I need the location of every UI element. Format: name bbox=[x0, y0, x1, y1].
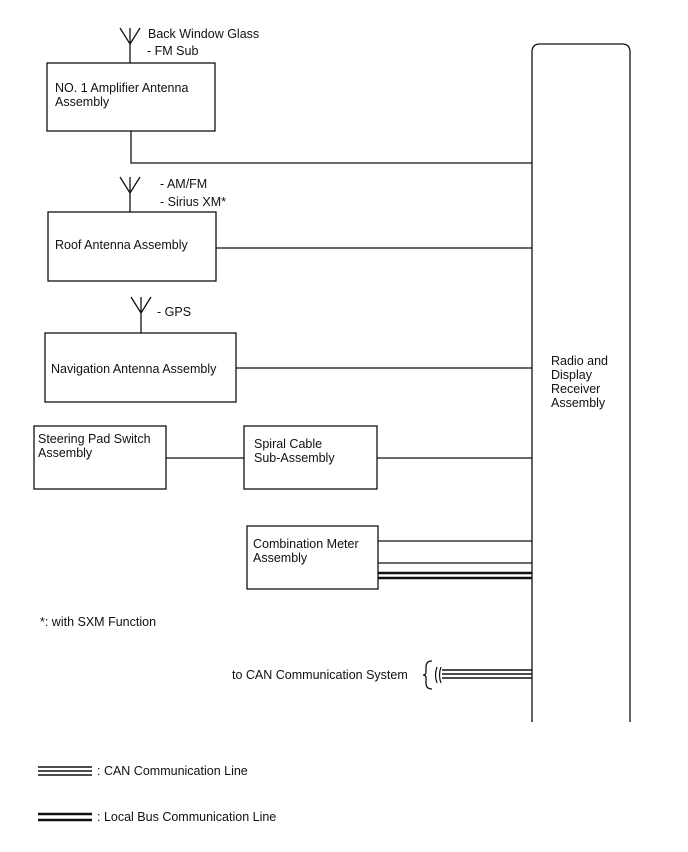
legend-can-line-icon bbox=[38, 766, 92, 776]
roof-antenna-label-2: - Sirius XM* bbox=[160, 195, 226, 209]
spiral-label-line2: Sub-Assembly bbox=[254, 451, 335, 465]
roof-antenna-box bbox=[47, 211, 217, 282]
nav-label: Navigation Antenna Assembly bbox=[51, 362, 217, 376]
navigation-antenna-box bbox=[44, 332, 237, 403]
amp-antenna-label-1: Back Window Glass bbox=[148, 27, 259, 41]
steering-label-line1: Steering Pad Switch bbox=[38, 432, 151, 446]
amplifier-antenna: Back Window Glass - FM Sub NO. 1 Amplifi… bbox=[46, 27, 532, 164]
legend-can: : CAN Communication Line bbox=[38, 764, 248, 778]
antenna-icon bbox=[119, 27, 141, 63]
spiral-cable: Spiral Cable Sub-Assembly bbox=[243, 425, 532, 490]
legend-local-bus: : Local Bus Communication Line bbox=[38, 810, 276, 824]
break-mark-icon bbox=[434, 666, 442, 684]
footnote: *: with SXM Function bbox=[40, 615, 156, 629]
steering-pad-switch-box bbox=[33, 425, 167, 490]
can-system-connection: to CAN Communication System bbox=[232, 660, 532, 690]
roof-label: Roof Antenna Assembly bbox=[55, 238, 188, 252]
radio-label-line3: Receiver bbox=[551, 382, 600, 396]
amp-label-line1: NO. 1 Amplifier Antenna bbox=[55, 81, 188, 95]
combination-meter-box bbox=[246, 525, 379, 590]
brace-icon bbox=[422, 660, 433, 690]
legend-local-bus-label: : Local Bus Communication Line bbox=[97, 810, 276, 824]
combination-meter: Combination Meter Assembly bbox=[246, 525, 532, 590]
roof-antenna: - AM/FM - Sirius XM* Roof Antenna Assemb… bbox=[47, 176, 532, 282]
radio-display-receiver: Radio and Display Receiver Assembly bbox=[531, 43, 631, 722]
can-system-label: to CAN Communication System bbox=[232, 668, 408, 682]
radio-label-line2: Display bbox=[551, 368, 593, 382]
legend: : CAN Communication Line : Local Bus Com… bbox=[38, 764, 276, 824]
local-bus-line bbox=[378, 571, 532, 580]
radio-label-line4: Assembly bbox=[551, 396, 606, 410]
spiral-cable-box bbox=[243, 425, 378, 490]
meter-label-line1: Combination Meter bbox=[253, 537, 359, 551]
nav-antenna-label: - GPS bbox=[157, 305, 191, 319]
amp-to-radio-wire bbox=[130, 131, 532, 164]
steering-label-line2: Assembly bbox=[38, 446, 93, 460]
spiral-label-line1: Spiral Cable bbox=[254, 437, 322, 451]
navigation-antenna: - GPS Navigation Antenna Assembly bbox=[44, 296, 532, 403]
radio-label-line1: Radio and bbox=[551, 354, 608, 368]
meter-label-line2: Assembly bbox=[253, 551, 308, 565]
can-line bbox=[442, 669, 532, 679]
roof-antenna-label-1: - AM/FM bbox=[160, 177, 207, 191]
legend-local-bus-line-icon bbox=[38, 812, 92, 822]
radio-display-receiver-box bbox=[531, 43, 631, 722]
amp-antenna-label-2: - FM Sub bbox=[147, 44, 198, 58]
amplifier-antenna-box bbox=[46, 62, 216, 132]
antenna-icon bbox=[119, 176, 141, 212]
amp-label-line2: Assembly bbox=[55, 95, 110, 109]
antenna-icon bbox=[130, 296, 152, 333]
steering-pad-switch: Steering Pad Switch Assembly bbox=[33, 425, 244, 490]
legend-can-label: : CAN Communication Line bbox=[97, 764, 248, 778]
